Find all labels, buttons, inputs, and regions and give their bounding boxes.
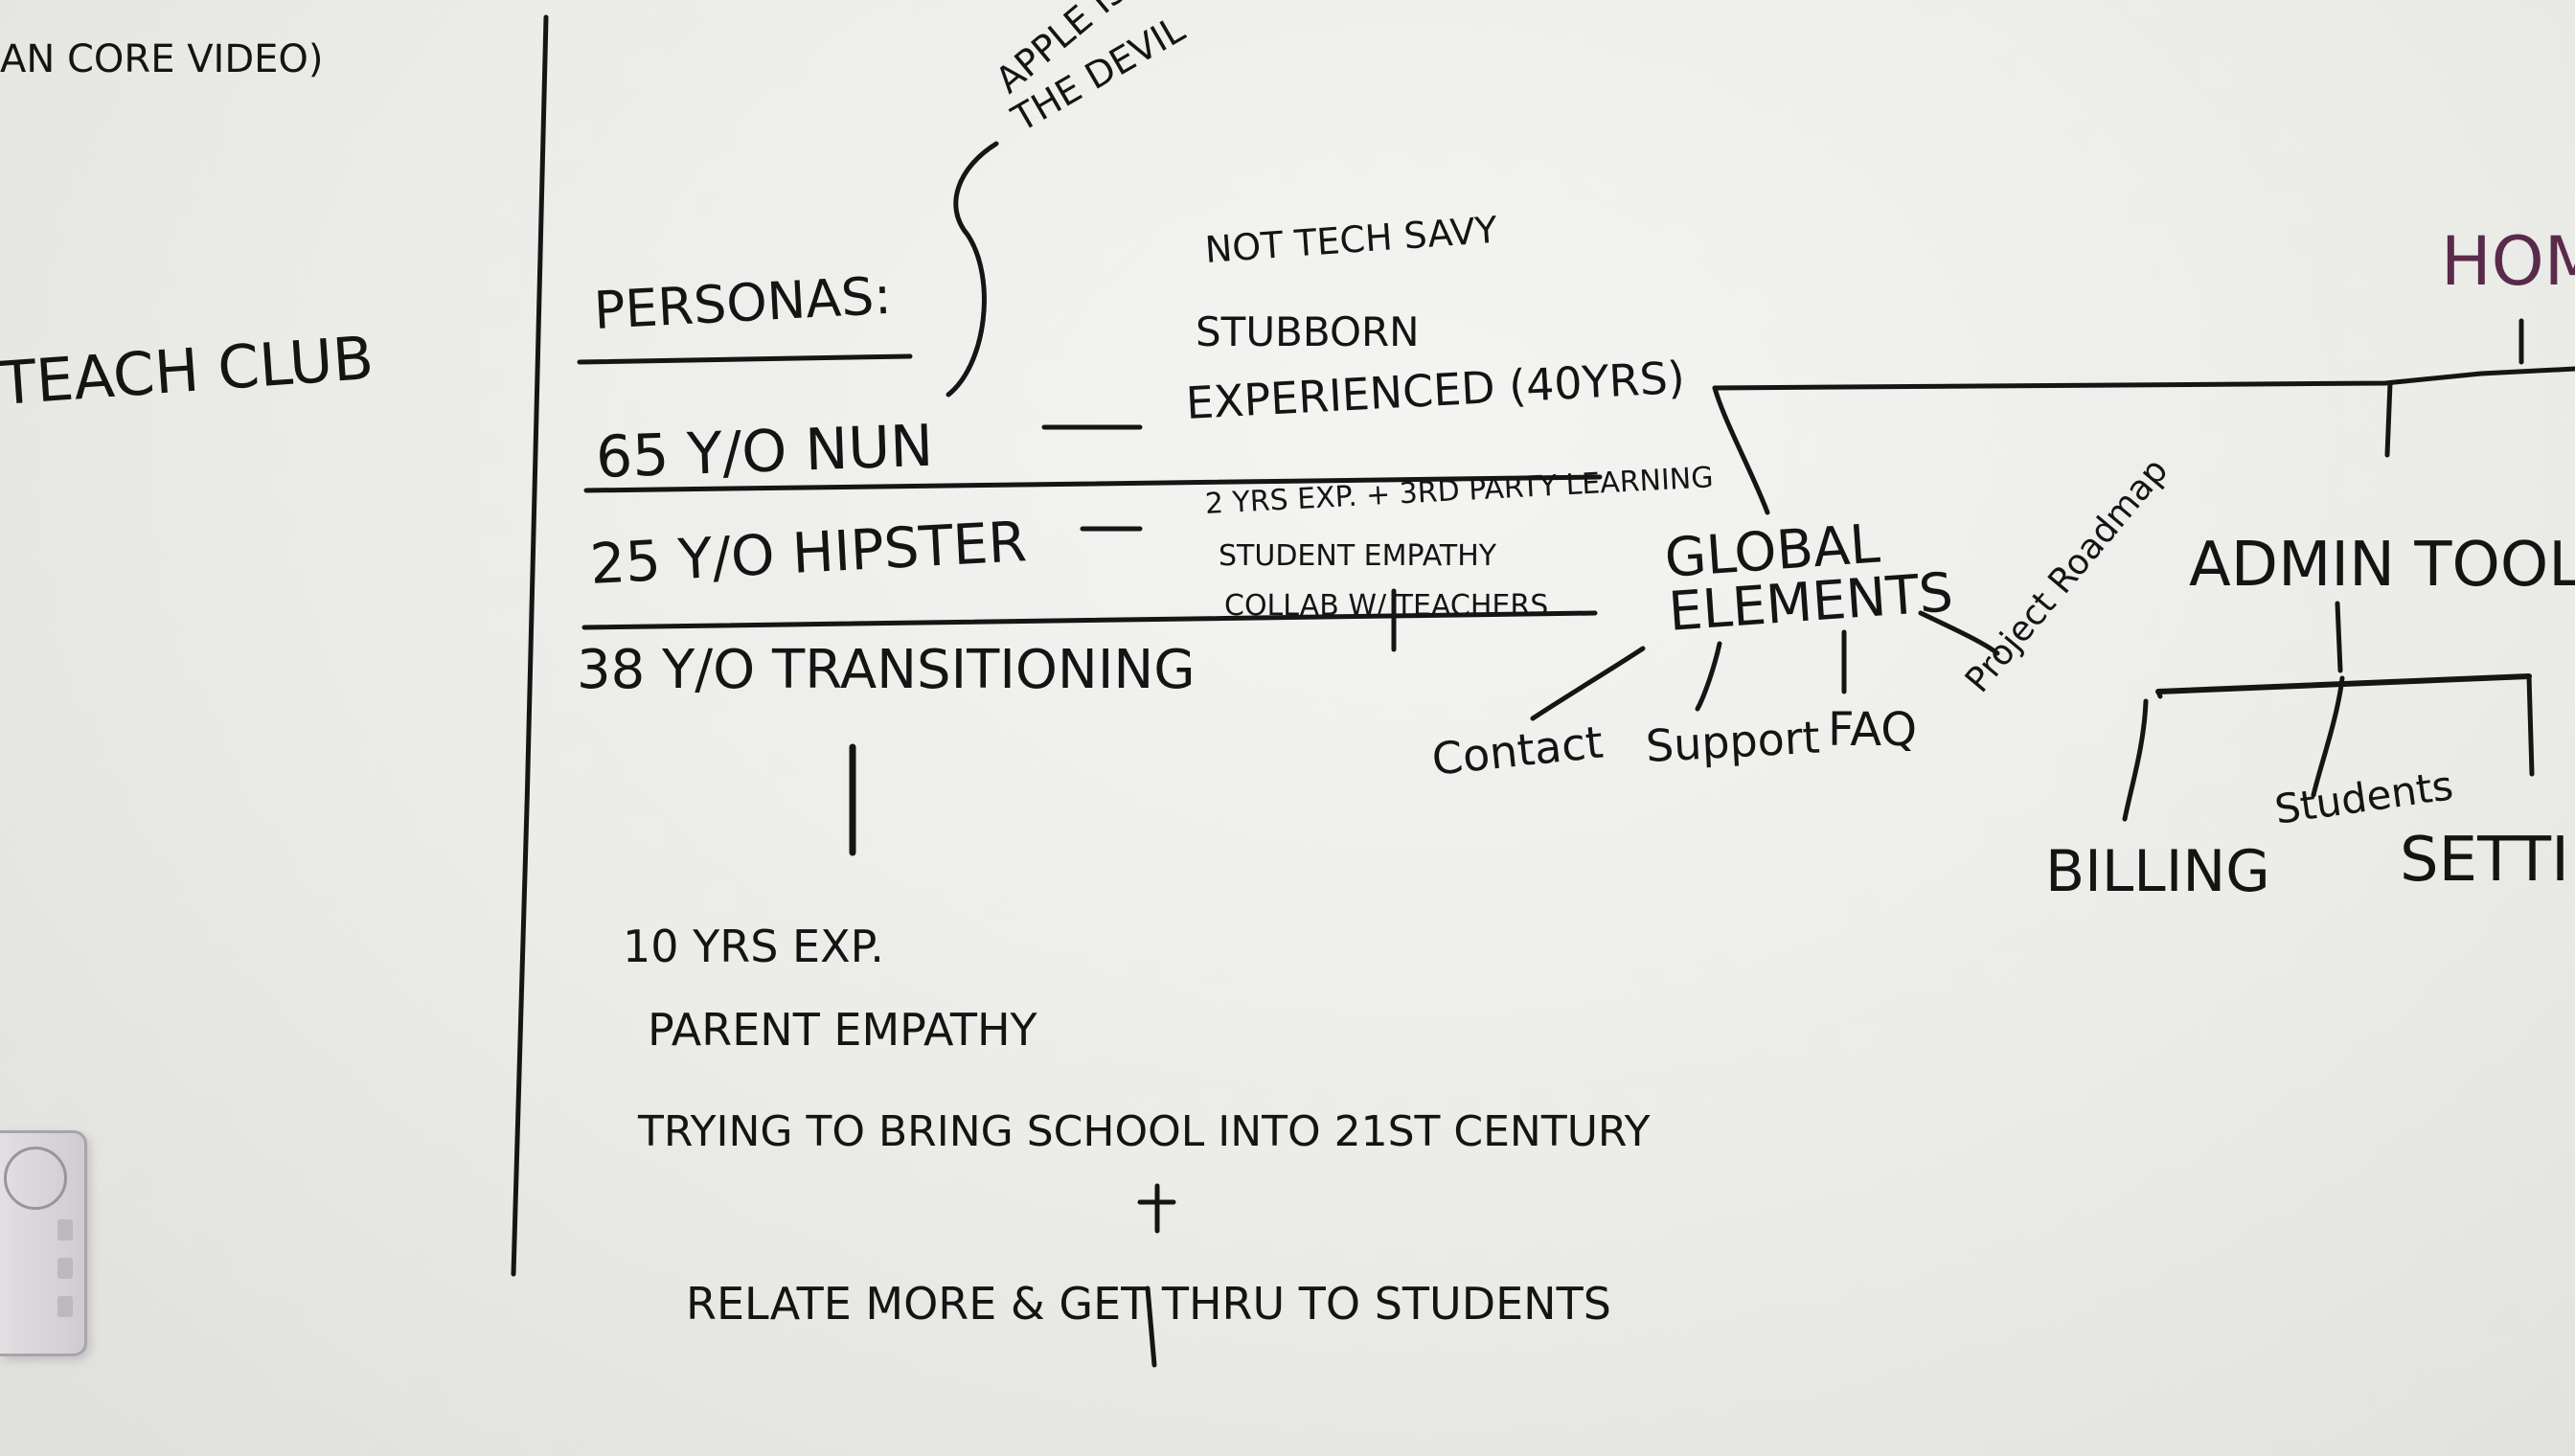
- persona2-trait-2: STUDENT EMPATHY: [1219, 539, 1497, 573]
- persona1-label: 65 Y/O NUN: [594, 412, 935, 491]
- persona3-trait-4: +: [1102, 1202, 1103, 1203]
- home-partial-label: HOM: [2441, 222, 2575, 301]
- persona3-trait-1: 10 YRS EXP.: [623, 921, 884, 972]
- global-elements-label: GLOBAL ELEMENTS: [1662, 512, 1955, 644]
- persona3-trait-2: PARENT EMPATHY: [648, 1004, 1037, 1056]
- persona3-label: 38 Y/O TRANSITIONING: [577, 639, 1196, 701]
- global-child-faq: FAQ: [1828, 703, 1917, 757]
- light-switch: [0, 1130, 87, 1356]
- persona2-trait-3: COLLAB W/ TEACHERS: [1224, 589, 1549, 623]
- admin-child-billing: BILLING: [2045, 838, 2270, 905]
- persona3-trait-3: TRYING TO BRING SCHOOL INTO 21ST CENTURY: [638, 1107, 1651, 1156]
- persona1-trait-2: STUBBORN: [1196, 308, 1420, 355]
- admin-tools-label: ADMIN TOOLS: [2189, 530, 2575, 601]
- dial-icon: [4, 1147, 67, 1210]
- top-left-note: AN CORE VIDEO): [0, 37, 324, 81]
- admin-child-settings: SETTIN: [2400, 825, 2575, 896]
- personas-heading: PERSONAS:: [592, 264, 893, 341]
- global-child-support: Support: [1644, 711, 1822, 772]
- persona3-trait-5: RELATE MORE & GET THRU TO STUDENTS: [686, 1278, 1611, 1330]
